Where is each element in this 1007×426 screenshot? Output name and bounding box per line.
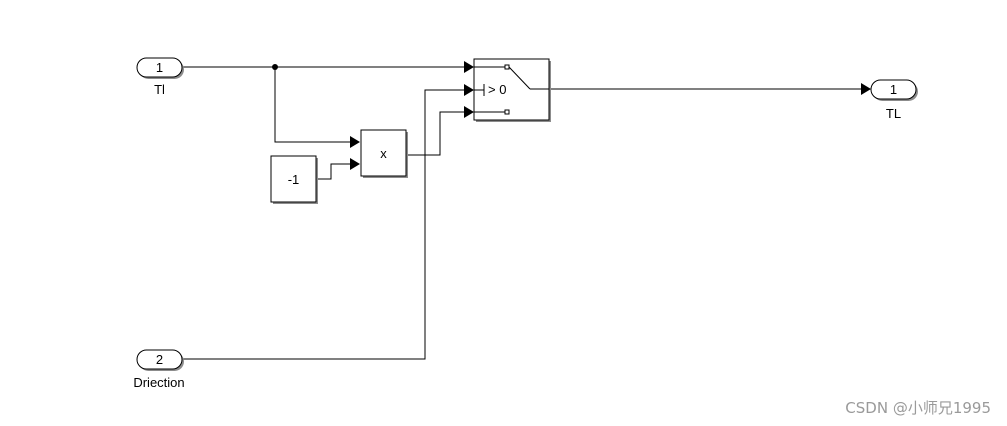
outport-1-body [870,79,917,100]
arrowhead-product-in1 [350,136,360,148]
arrowhead-switch-ctrl [464,84,474,96]
watermark: CSDN @小师兄1995 [845,399,991,417]
constant-value: -1 [288,172,300,187]
switch-block[interactable]: > 0 [473,58,551,122]
branch-junction-dot [272,64,278,70]
product-operator: x [380,146,387,161]
constant-block[interactable]: -1 [270,155,318,204]
inport-1-block[interactable]: 1 [136,57,184,79]
inport-1-body [136,57,183,78]
arrowhead-outport [861,83,871,95]
product-body [360,129,407,177]
outport-1-label: TL [886,106,901,121]
product-block[interactable]: x [360,129,408,178]
inport-1-label: Tl [154,82,165,97]
signal-lines [182,66,861,360]
outport-1-block[interactable]: 1 [870,79,918,101]
switch-icon [474,64,549,115]
inport-2-block[interactable]: 2 [136,349,184,371]
inport-1-number: 1 [156,60,163,75]
arrowheads [350,61,871,170]
constant-body [270,155,317,203]
switch-criteria: > 0 [488,82,506,97]
arrowhead-switch-in1 [464,61,474,73]
wire-direction-to-switch-ctrl[interactable] [182,89,464,360]
outport-1-number: 1 [890,82,897,97]
inport-2-number: 2 [156,352,163,367]
inport-2-label: Driection [133,375,184,390]
arrowhead-switch-in3 [464,106,474,118]
arrowhead-product-in2 [350,158,360,170]
wire-product-to-switch-in3[interactable] [406,111,464,156]
wire-tl-to-product-in1[interactable] [274,67,350,143]
inport-2-body [136,349,183,370]
wire-constant-to-product-in2[interactable] [316,163,350,180]
